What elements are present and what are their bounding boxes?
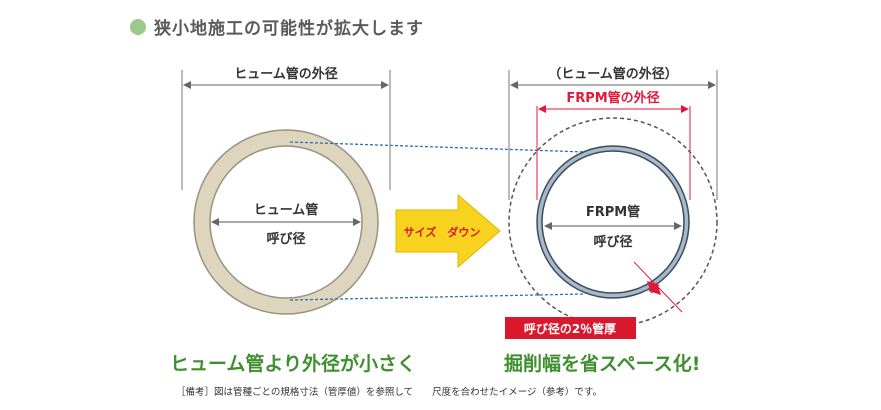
hume-pipe-name: ヒューム管 <box>254 202 319 218</box>
size-down-arrow: サイズ ダウン <box>395 193 501 269</box>
size-down-arrow-shape <box>395 193 501 269</box>
hume-dimension: ヒューム管の外径 <box>181 66 391 190</box>
size-down-label: サイズ ダウン <box>404 225 481 239</box>
frpm-inner-bore <box>541 150 685 294</box>
frpm-dimension: FRPM管の外径 <box>536 90 691 200</box>
hume-dimension-label: ヒューム管の外径 <box>234 66 338 82</box>
thickness-badge <box>505 317 636 339</box>
thickness-badge-label: 呼び径の2％管厚 <box>524 321 616 336</box>
footnote: ［備考］図は管種ごとの規格寸法（管厚値）を参照して 尺度を合わせたイメージ（参考… <box>176 387 602 398</box>
thickness-arrow <box>646 280 662 296</box>
frpm-dimension-label: FRPM管の外径 <box>566 90 659 106</box>
right-caption: 掘削幅を省スペース化! <box>504 353 701 375</box>
section-heading: 狭小地施工の可能性が拡大します <box>130 14 424 39</box>
frpm-pipe: FRPM管 呼び径 <box>536 145 690 299</box>
frpm-pipe-name: FRPM管 <box>586 204 640 220</box>
top-guide-line <box>289 141 586 153</box>
left-caption: ヒューム管より外径が小さく <box>170 353 417 375</box>
hume-inner-label: 呼び径 <box>266 231 305 247</box>
heading-text: 狭小地施工の可能性が拡大します <box>154 19 424 39</box>
hume-pipe: ヒューム管 呼び径 <box>193 129 379 315</box>
bullet-dot-icon <box>130 18 146 35</box>
frpm-inner-label: 呼び径 <box>593 234 632 250</box>
bottom-guide-line <box>289 293 586 301</box>
right-dimension-label: （ヒューム管の外径） <box>548 66 678 82</box>
right-hume-dimension: （ヒューム管の外径） <box>508 66 718 200</box>
